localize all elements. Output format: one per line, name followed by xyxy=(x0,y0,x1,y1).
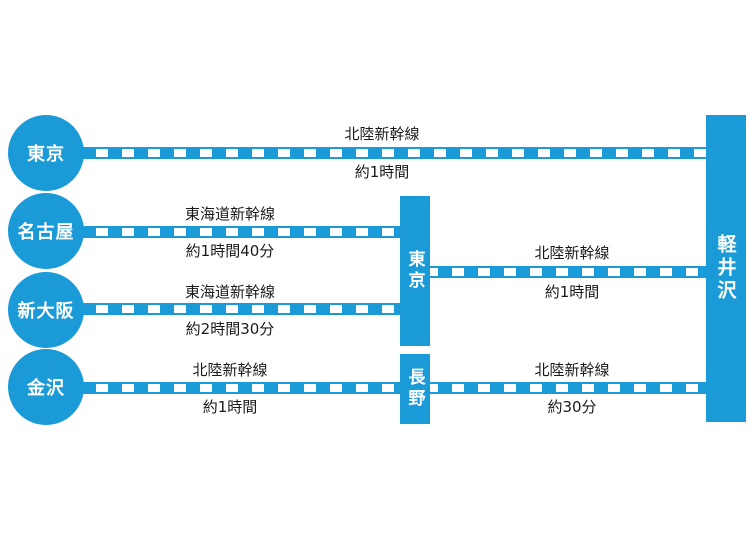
line-label-kanazawa-nagano: 北陸新幹線 xyxy=(192,361,268,379)
time-label-tokyo-karuizawa: 約1時間 xyxy=(354,163,410,181)
line-label-tokyohub-karuizawa: 北陸新幹線 xyxy=(534,244,610,262)
line-label-nagano-karuizawa: 北陸新幹線 xyxy=(534,361,610,379)
time-label-osaka-tokyo: 約2時間30分 xyxy=(185,320,275,338)
route-track-osaka-tokyo xyxy=(70,303,404,315)
station-circle-kanazawa: 金沢 xyxy=(8,349,84,425)
hub-label-nagano: 長野 xyxy=(404,368,425,410)
station-circle-shin-osaka: 新大阪 xyxy=(8,272,84,348)
line-label-nagoya-tokyo: 東海道新幹線 xyxy=(184,205,276,223)
time-label-kanazawa-nagano: 約1時間 xyxy=(202,398,258,416)
time-label-nagoya-tokyo: 約1時間40分 xyxy=(185,242,275,260)
hub-label-tokyo: 東京 xyxy=(404,250,425,292)
station-circle-nagoya: 名古屋 xyxy=(8,193,84,269)
station-label-nagoya: 名古屋 xyxy=(17,222,75,243)
route-track-kanazawa-nagano xyxy=(70,382,404,394)
station-circle-tokyo: 東京 xyxy=(8,115,84,191)
hub-label-karuizawa: 軽井沢 xyxy=(714,234,737,303)
line-label-osaka-tokyo: 東海道新幹線 xyxy=(184,283,276,301)
route-track-tokyo-karuizawa xyxy=(70,147,710,159)
line-label-tokyo-karuizawa: 北陸新幹線 xyxy=(344,125,420,143)
hub-box-tokyo: 東京 xyxy=(400,196,430,346)
hub-box-nagano: 長野 xyxy=(400,354,430,424)
station-label-shin-osaka: 新大阪 xyxy=(17,301,75,322)
time-label-tokyohub-karuizawa: 約1時間 xyxy=(544,283,600,301)
route-track-nagoya-tokyo xyxy=(70,226,404,238)
route-track-nagano-karuizawa xyxy=(426,382,710,394)
station-label-kanazawa: 金沢 xyxy=(27,378,65,399)
hub-box-karuizawa: 軽井沢 xyxy=(706,115,746,422)
station-label-tokyo: 東京 xyxy=(27,144,65,165)
time-label-nagano-karuizawa: 約30分 xyxy=(547,398,597,416)
route-track-tokyohub-karuizawa xyxy=(426,266,710,278)
